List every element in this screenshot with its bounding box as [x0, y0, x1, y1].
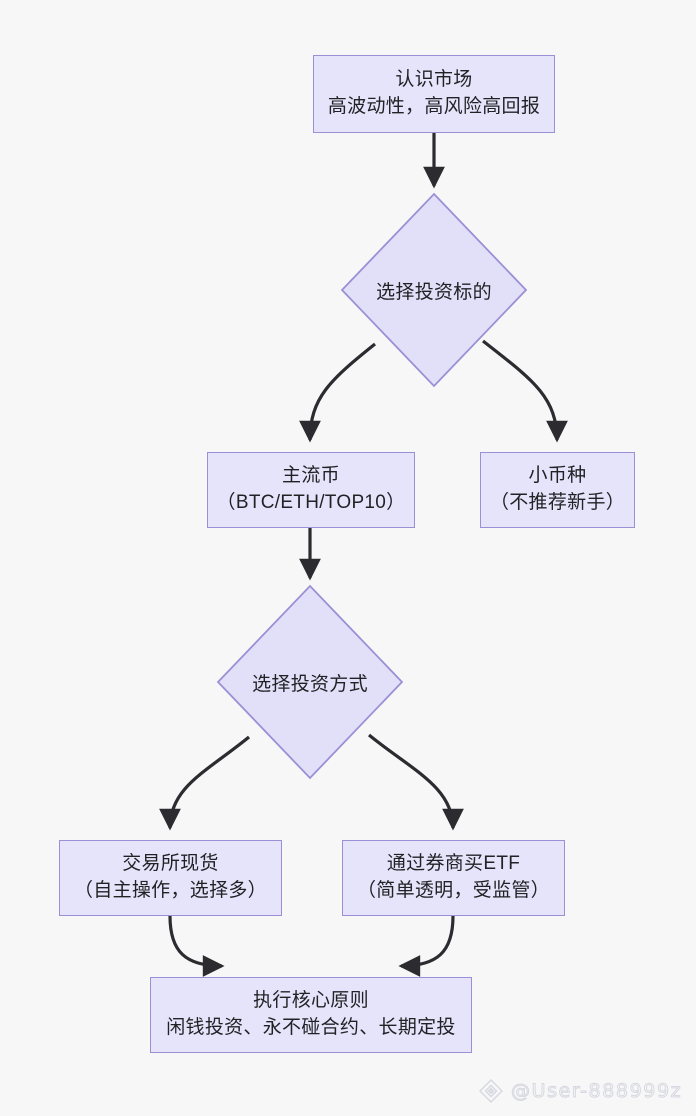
node-choose-target-label: 选择投资标的 [376, 281, 492, 303]
watermark-handle: @User-888999z [510, 1080, 683, 1103]
node-exchange-spot[interactable]: 交易所现货 （自主操作，选择多） [59, 840, 282, 916]
node-broker-etf-line-2: （简单透明，受监管） [356, 880, 550, 901]
node-small-coin-line-2: （不推荐新手） [489, 492, 626, 513]
node-mainstream-coin-line-1: 主流币 [282, 465, 340, 487]
binance-diamond-logo-icon [479, 1079, 503, 1103]
node-broker-etf[interactable]: 通过券商买ETF （简单透明，受监管） [342, 840, 565, 916]
node-choose-target[interactable]: 选择投资标的 [340, 192, 528, 388]
choose-target-diamond-shape [340, 192, 528, 388]
node-small-coin-line-1: 小币种 [528, 465, 587, 487]
watermark: @User-888999z [478, 1078, 682, 1104]
node-exchange-spot-line-2: （自主操作，选择多） [73, 880, 267, 901]
edge-exchange-spot-to-core-principles [168, 915, 225, 977]
node-know-market[interactable]: 认识市场 高波动性，高风险高回报 [313, 55, 555, 133]
choose-method-diamond-shape [216, 584, 404, 780]
node-know-market-line-1: 认识市场 [395, 69, 473, 91]
node-broker-etf-line-1: 通过券商买ETF [386, 853, 521, 875]
node-core-principles-line-2: 闲钱投资、永不碰合约、长期定投 [166, 1017, 456, 1038]
node-core-principles-line-1: 执行核心原则 [253, 990, 369, 1012]
node-exchange-spot-line-1: 交易所现货 [122, 853, 219, 875]
node-know-market-line-2: 高波动性，高风险高回报 [327, 96, 541, 117]
node-core-principles[interactable]: 执行核心原则 闲钱投资、永不碰合约、长期定投 [150, 977, 472, 1053]
edge-broker-etf-to-core-principles [398, 915, 455, 977]
node-small-coin[interactable]: 小币种 （不推荐新手） [480, 452, 635, 528]
node-mainstream-coin[interactable]: 主流币 （BTC/ETH/TOP10） [207, 452, 415, 528]
node-choose-method[interactable]: 选择投资方式 [216, 584, 404, 780]
node-mainstream-coin-line-2: （BTC/ETH/TOP10） [216, 492, 406, 513]
node-choose-method-label: 选择投资方式 [252, 673, 368, 695]
